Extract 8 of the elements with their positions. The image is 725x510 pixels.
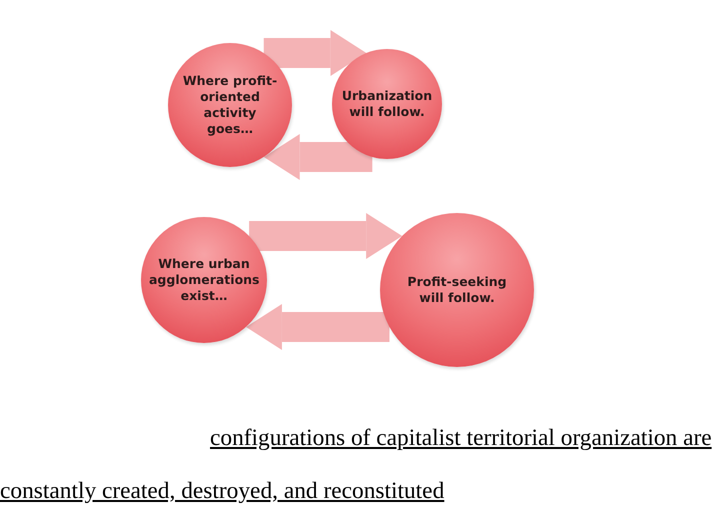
node-text: Urbanization will follow. <box>341 88 433 120</box>
node-text: Where profit-oriented activity goes… <box>182 72 278 138</box>
block-arrow <box>249 213 402 259</box>
block-arrow <box>246 304 390 350</box>
node-text: Profit-seeking will follow. <box>407 274 507 306</box>
underlined-note: configurations of capitalist territorial organization are constantly created, destroyed, and reconstituted <box>0 425 712 504</box>
block-arrow <box>264 30 366 76</box>
node-text: Where urban agglomerations exist… <box>149 256 259 304</box>
